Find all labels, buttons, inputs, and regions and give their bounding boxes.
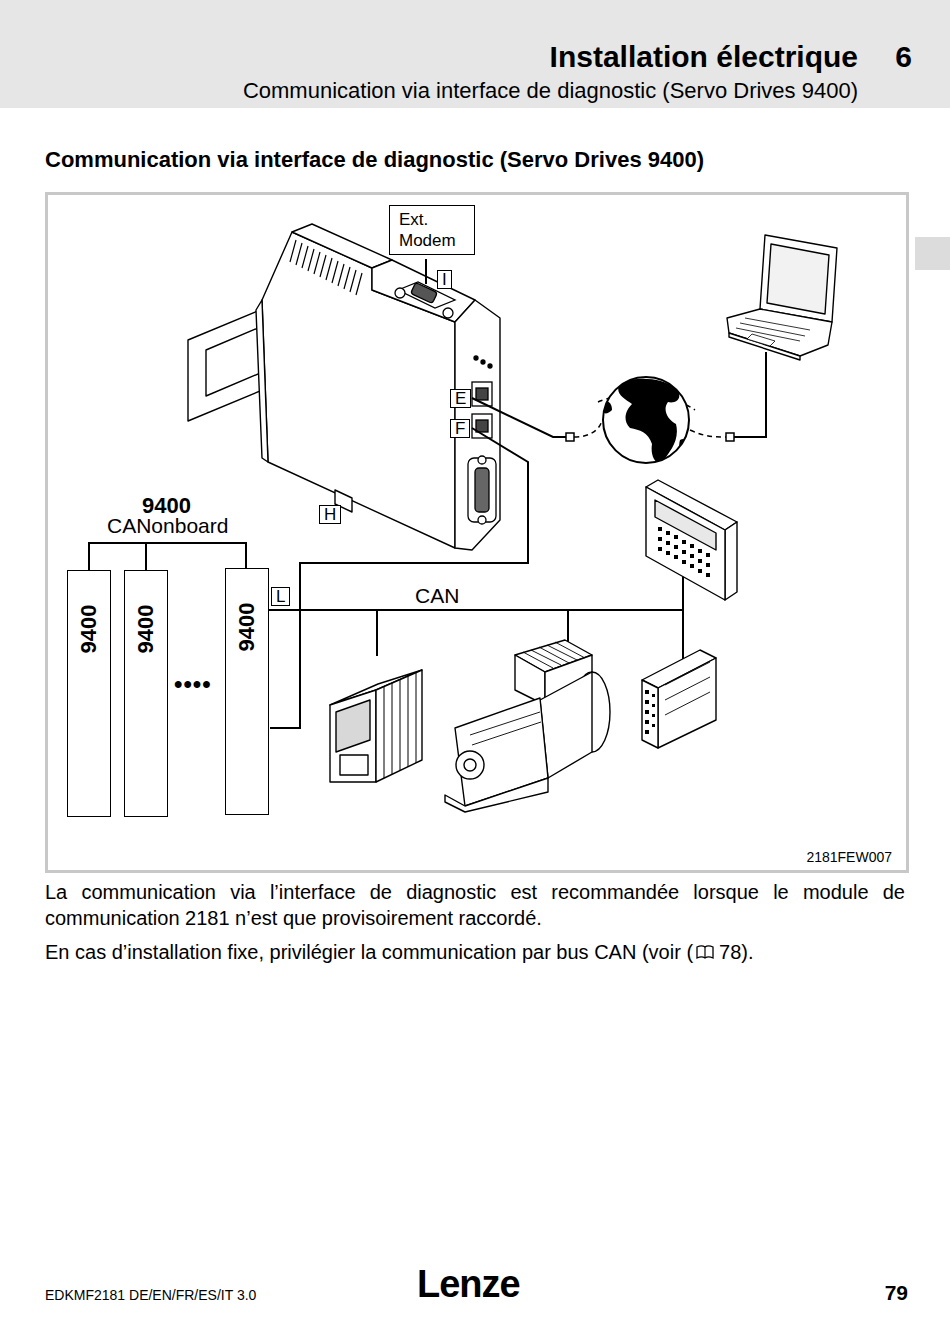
chapter-title: Installation électrique [550, 40, 858, 74]
document-code: EDKMF2181 DE/EN/FR/ES/IT 3.0 [45, 1287, 256, 1303]
chapter-number: 6 [895, 40, 912, 74]
book-icon [696, 944, 714, 960]
header-band [0, 0, 950, 108]
side-tab [915, 237, 950, 270]
callout-letter: F [450, 419, 470, 438]
io-module [642, 650, 716, 748]
ellipsis-dots: •••• [174, 670, 212, 698]
rotated-label: 9400 [134, 605, 158, 654]
laptop [727, 235, 837, 360]
drive-bar: 9400 [225, 568, 269, 815]
figure-frame [47, 194, 908, 872]
inverter-drive [330, 670, 422, 782]
callout-letter: L [271, 587, 290, 606]
section-title: Communication via interface de diagnosti… [45, 147, 704, 173]
rotated-label: 9400 [77, 605, 101, 654]
body-paragraph: La communication via l’interface de diag… [45, 879, 905, 931]
page-reference: 78). [719, 939, 753, 965]
globe [600, 377, 689, 463]
wiring [89, 259, 766, 728]
bus-name: CANonboard [107, 514, 228, 538]
modem-box: Ext. Modem [389, 205, 475, 255]
drive-bar: 9400 [124, 570, 168, 817]
brand-logo: Lenze [417, 1263, 520, 1306]
callout-letter: H [319, 505, 341, 524]
page-number: 79 [885, 1281, 908, 1305]
callout-letter: I [437, 270, 452, 289]
drive-bar: 9400 [67, 570, 111, 817]
callout-letter: E [450, 389, 471, 408]
box-label: Ext. Modem [399, 209, 465, 251]
chapter-subtitle: Communication via interface de diagnosti… [243, 78, 858, 104]
bus-name: CAN [413, 585, 461, 607]
rotated-label: 9400 [235, 603, 259, 652]
operator-panel [646, 480, 737, 600]
figure-id: 2181FEW007 [806, 849, 892, 865]
body-paragraph: En cas d’installation fixe, privilégier … [45, 939, 693, 965]
module-2181 [188, 224, 500, 550]
gear-motor [445, 640, 610, 812]
vent-slots [290, 240, 362, 295]
